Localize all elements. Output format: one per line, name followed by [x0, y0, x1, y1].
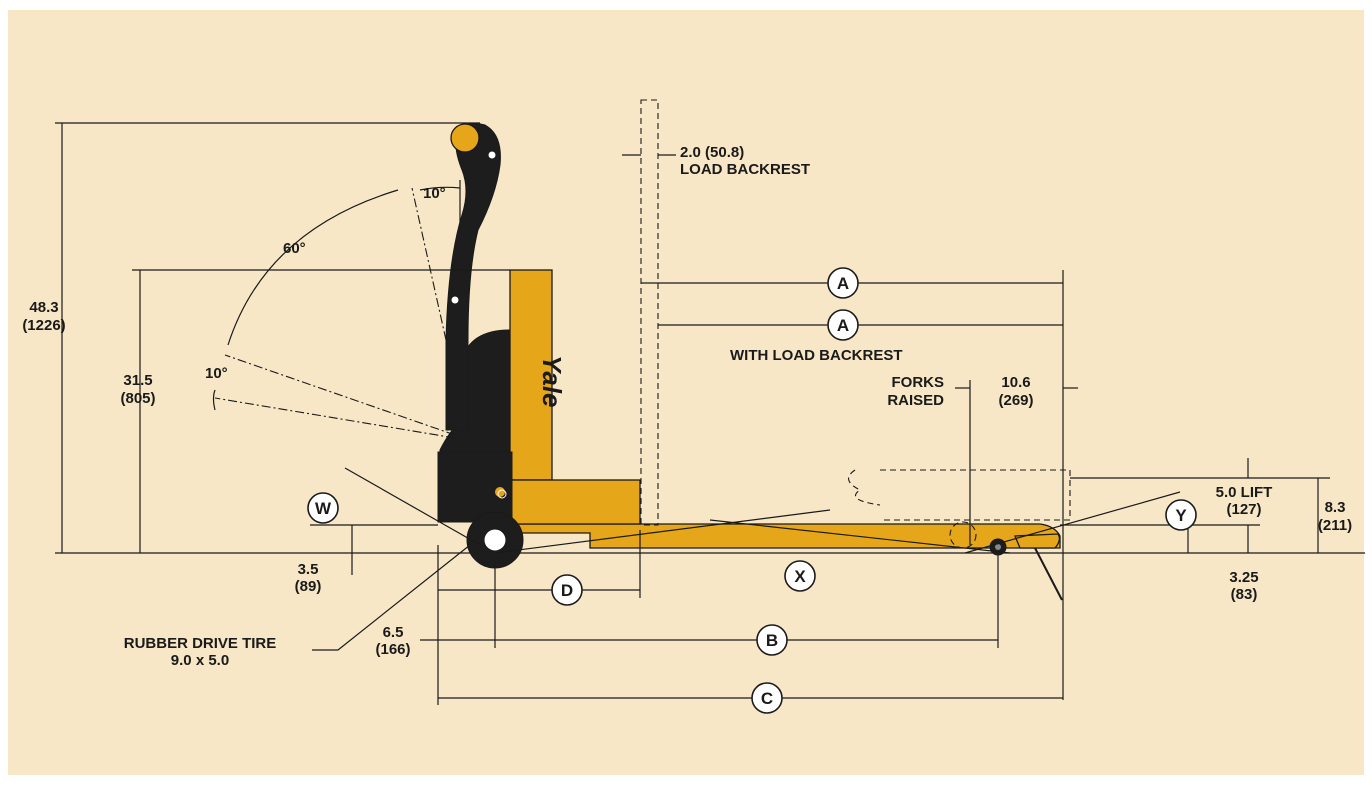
- with-load-backrest-label: WITH LOAD BACKREST: [730, 347, 903, 364]
- drive-tire-label: RUBBER DRIVE TIRE: [124, 635, 277, 652]
- ramp-angle-line-2: [709, 519, 1011, 554]
- clearance-metric: (89): [295, 578, 322, 595]
- bubble-b: B: [756, 624, 788, 656]
- raised-height-label: 8.3: [1325, 499, 1346, 516]
- overall-height-metric: (1226): [22, 317, 65, 334]
- bubble-b-text: B: [766, 631, 778, 650]
- tiller-angle-low-label: 10°: [205, 365, 228, 382]
- forks-raised-offset-metric: (269): [998, 392, 1033, 409]
- key-switch: [495, 487, 505, 497]
- fork-tip-angle: [1034, 547, 1063, 601]
- tiller-pivot-pin: [450, 295, 460, 305]
- brand-logo: Yale: [537, 355, 567, 408]
- lowered-height-metric: (83): [1231, 586, 1258, 603]
- tiller-10-low-arc: [212, 389, 216, 411]
- lift-metric: (127): [1226, 501, 1261, 518]
- pivot-height-metric: (805): [120, 390, 155, 407]
- bubble-a2-text: A: [837, 316, 849, 335]
- drive-tire-size: 9.0 x 5.0: [171, 652, 229, 669]
- bubble-x: X: [784, 560, 816, 592]
- carriage-bolt: [497, 489, 507, 499]
- bubble-w: W: [307, 492, 339, 524]
- battery-box: [437, 451, 513, 523]
- bubble-w-text: W: [315, 499, 332, 518]
- tiller-button: [487, 150, 497, 160]
- tire-offset-metric: (166): [375, 641, 410, 658]
- dimension-labels: 48.3 (1226) 31.5 (805) 10° 60° 10° 2.0 (…: [22, 144, 1352, 669]
- mast-housing: [509, 269, 553, 481]
- tiller-10-arc: [419, 186, 461, 191]
- tiller-arc-label: 60°: [283, 240, 306, 257]
- tiller-head-grip: [450, 123, 480, 153]
- forks-raised-label-2: RAISED: [887, 392, 944, 409]
- forks-raised-offset-label: 10.6: [1001, 374, 1030, 391]
- tiller-10-top-line: [411, 187, 447, 341]
- phantom-lines: [212, 99, 1181, 601]
- bubble-a-text: A: [837, 274, 849, 293]
- bubble-c: C: [751, 682, 783, 714]
- bubble-y-text: Y: [1175, 506, 1187, 525]
- bubble-a-with-backrest: A: [827, 309, 859, 341]
- fork: [509, 523, 1061, 549]
- forks-raised-label-1: FORKS: [892, 374, 945, 391]
- fork-carriage: [509, 479, 641, 525]
- truck-illustration: Yale: [437, 122, 1061, 569]
- lowered-height-label: 3.25: [1229, 569, 1258, 586]
- raised-height-metric: (211): [1318, 517, 1352, 534]
- pivot-height-label: 31.5: [123, 372, 152, 389]
- approach-angle-line: [344, 467, 481, 546]
- tiller-angle-top-label: 10°: [423, 185, 446, 202]
- bubble-x-text: X: [794, 567, 806, 586]
- drive-tire-hub: [483, 528, 507, 552]
- dimension-lines: [55, 122, 1330, 705]
- load-roller-hub: [995, 544, 1001, 550]
- bubble-a: A: [827, 267, 859, 299]
- bubble-y: Y: [1165, 499, 1197, 531]
- ramp-angle-line-1: [494, 509, 831, 554]
- bubble-d-text: D: [561, 581, 573, 600]
- drive-tire-leader: [312, 544, 471, 651]
- tiller-10-low-line: [214, 397, 456, 439]
- overall-height-label: 48.3: [29, 299, 58, 316]
- clearance-label: 3.5: [298, 561, 319, 578]
- tiller-60-arc: [227, 189, 399, 346]
- bubble-c-text: C: [761, 689, 773, 708]
- exit-angle-line: [964, 491, 1181, 554]
- fork-tip: [1014, 533, 1061, 549]
- tiller-60-line: [224, 354, 456, 436]
- raised-fork-phantom: [880, 469, 1071, 521]
- tire-offset-label: 6.5: [383, 624, 404, 641]
- bubble-d: D: [551, 574, 583, 606]
- lift-label: 5.0 LIFT: [1216, 484, 1273, 501]
- backrest-width-label: 2.0 (50.8): [680, 144, 744, 161]
- backrest-label: LOAD BACKREST: [680, 161, 810, 178]
- load-backrest-phantom: [640, 99, 659, 526]
- background-panel: [8, 10, 1364, 775]
